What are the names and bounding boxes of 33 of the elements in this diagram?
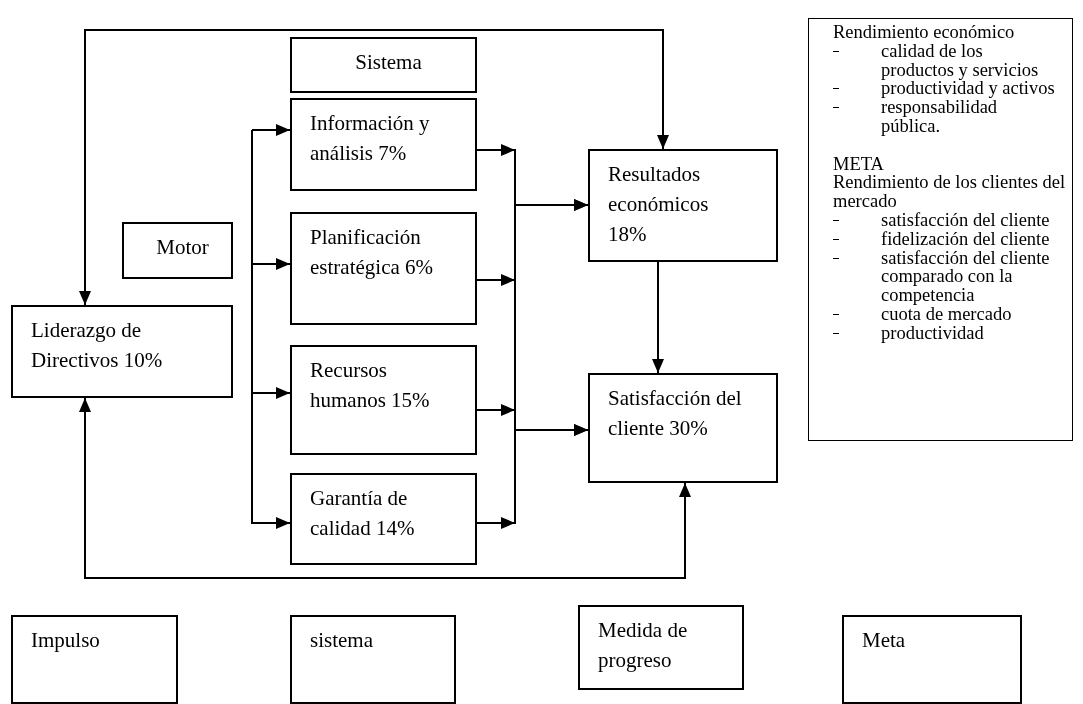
box-label: Satisfacción del cliente 30% bbox=[608, 385, 743, 442]
list-item: satisfacción del cliente bbox=[881, 209, 1050, 230]
category-box bbox=[578, 605, 744, 690]
process-box bbox=[290, 212, 477, 325]
list-heading: Rendimiento económico bbox=[833, 23, 1016, 42]
process-box bbox=[290, 37, 477, 93]
list-item: productividad bbox=[881, 322, 984, 343]
box-label: Garantía de calidad 14% bbox=[310, 485, 416, 542]
box-label: Liderazgo de Directivos 10% bbox=[31, 317, 164, 374]
box-label: Impulso bbox=[31, 627, 101, 654]
category-box bbox=[11, 615, 178, 704]
process-box bbox=[11, 305, 233, 398]
box-label: sistema bbox=[310, 627, 374, 654]
list-item: responsabilidad pública. bbox=[881, 97, 998, 136]
category-box bbox=[290, 615, 456, 704]
box-label: Información y análisis 7% bbox=[310, 110, 431, 167]
box-label: Sistema bbox=[354, 49, 423, 76]
box-label: Meta bbox=[862, 627, 907, 654]
box-label: Medida de progreso bbox=[598, 617, 689, 674]
process-box bbox=[588, 149, 778, 262]
text-panel bbox=[808, 18, 1073, 441]
process-box bbox=[290, 98, 477, 191]
list-heading: META bbox=[833, 154, 885, 174]
list-item: fidelización del cliente bbox=[881, 228, 1050, 249]
box-label: Recursos humanos 15% bbox=[310, 357, 431, 414]
process-box bbox=[290, 345, 477, 455]
box-label: Planificación estratégica 6% bbox=[310, 224, 435, 281]
box-label: Resultados económicos 18% bbox=[608, 161, 710, 248]
box-label: Motor bbox=[155, 234, 210, 261]
process-box bbox=[290, 473, 477, 565]
process-box bbox=[588, 373, 778, 483]
category-box bbox=[842, 615, 1022, 704]
process-box bbox=[122, 222, 233, 279]
